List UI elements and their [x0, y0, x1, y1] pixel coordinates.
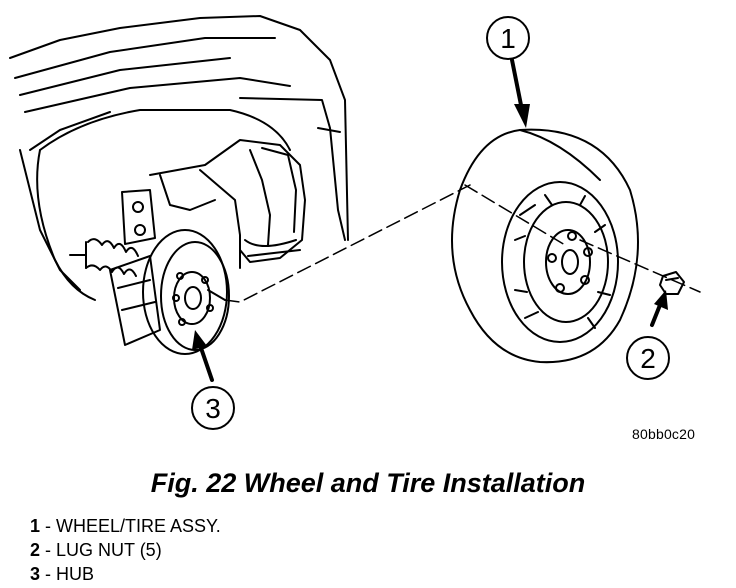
callout-circle-3	[191, 386, 235, 430]
legend-number: 3	[30, 564, 41, 584]
callout-circle-2	[626, 336, 670, 380]
arrow-head-2-icon	[654, 290, 668, 310]
callout-label-2: 2	[640, 343, 656, 374]
legend-text: - LUG NUT (5)	[40, 540, 162, 560]
suspension-assembly	[69, 189, 156, 277]
wheel-tire-assembly	[451, 128, 639, 364]
callout-circle-1	[486, 16, 530, 60]
legend-text: - WHEEL/TIRE ASSY.	[40, 516, 221, 536]
parts-legend: 1 - WHEEL/TIRE ASSY. 2 - LUG NUT (5) 3 -…	[30, 514, 221, 586]
alignment-lines	[224, 184, 701, 303]
legend-number: 1	[30, 516, 41, 536]
callout-label-1: 1	[500, 23, 516, 54]
lug-nut	[659, 271, 685, 295]
figure-caption: Fig. 22 Wheel and Tire Installation	[150, 468, 586, 498]
figure-reference-code: 80bb0c20	[632, 426, 696, 442]
legend-item: 1 - WHEEL/TIRE ASSY.	[30, 514, 221, 538]
legend-item: 2 - LUG NUT (5)	[30, 538, 221, 562]
legend-number: 2	[30, 540, 41, 560]
legend-item: 3 - HUB	[30, 562, 221, 586]
wheel-tire-installation-illustration: 1 2 3	[9, 15, 701, 430]
arrow-head-1-icon	[514, 104, 530, 128]
wheel-well	[149, 139, 306, 269]
legend-text: - HUB	[40, 564, 95, 584]
vehicle-fender	[9, 15, 349, 301]
arrow-head-3-icon	[192, 330, 207, 350]
brake-rotor-hub	[109, 229, 230, 355]
callout-label-3: 3	[205, 393, 221, 424]
